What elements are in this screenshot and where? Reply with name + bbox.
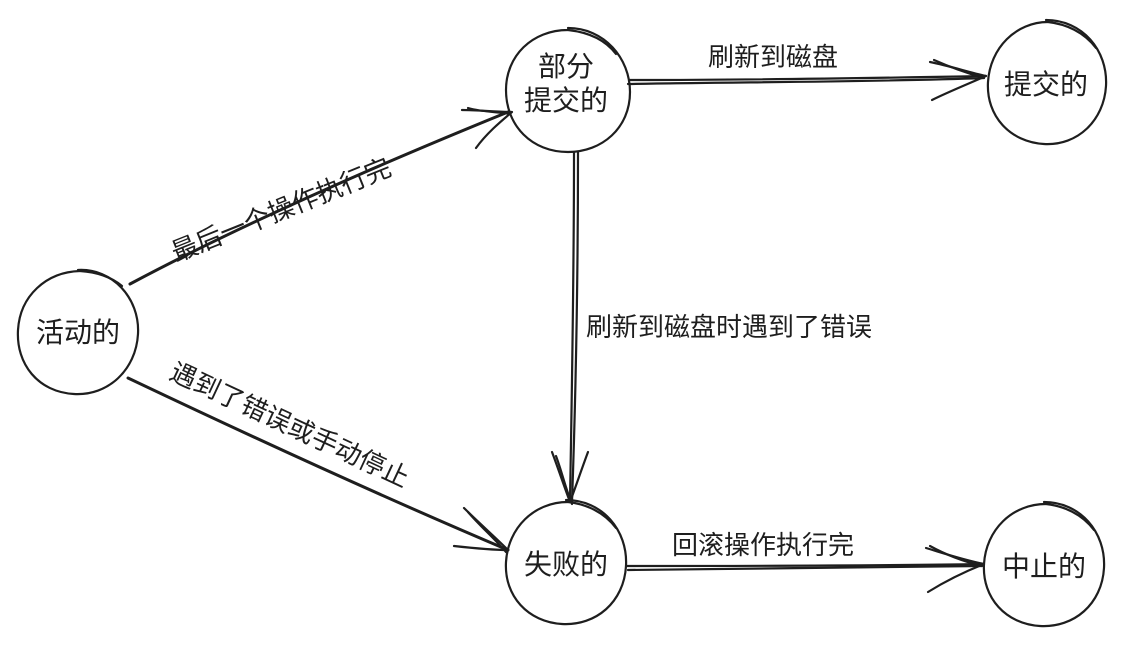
edge-failed-to-aborted-label: 回滚操作执行完 [672,531,854,561]
node-failed-label: 失败的 [524,548,608,581]
node-active: 活动的 [16,268,140,396]
node-partially-committed: 部分 提交的 [504,26,632,154]
node-partially-committed-label-line2: 提交的 [524,84,608,117]
edge-partial-to-failed-label: 刷新到磁盘时遇到了错误 [586,313,872,343]
edge-failed-to-aborted: 回滚操作执行完 [624,531,986,594]
node-active-label: 活动的 [36,316,120,349]
edge-active-to-partial: 最后一个操作执行完 [128,106,514,286]
node-partially-committed-label-line1: 部分 [538,50,594,83]
node-aborted: 中止的 [982,500,1106,628]
edge-active-to-failed-label: 遇到了错误或手动停止 [165,357,413,494]
edge-active-to-partial-label: 最后一个操作执行完 [167,153,395,268]
node-aborted-label: 中止的 [1002,550,1086,583]
node-committed-label: 提交的 [1004,68,1088,101]
node-failed: 失败的 [504,498,628,626]
edge-active-to-failed: 遇到了错误或手动停止 [126,357,510,554]
edge-partial-to-failed: 刷新到磁盘时遇到了错误 [550,150,872,506]
node-committed: 提交的 [986,18,1108,146]
edge-partial-to-committed: 刷新到磁盘 [626,43,988,102]
edge-partial-to-committed-label: 刷新到磁盘 [708,43,838,73]
